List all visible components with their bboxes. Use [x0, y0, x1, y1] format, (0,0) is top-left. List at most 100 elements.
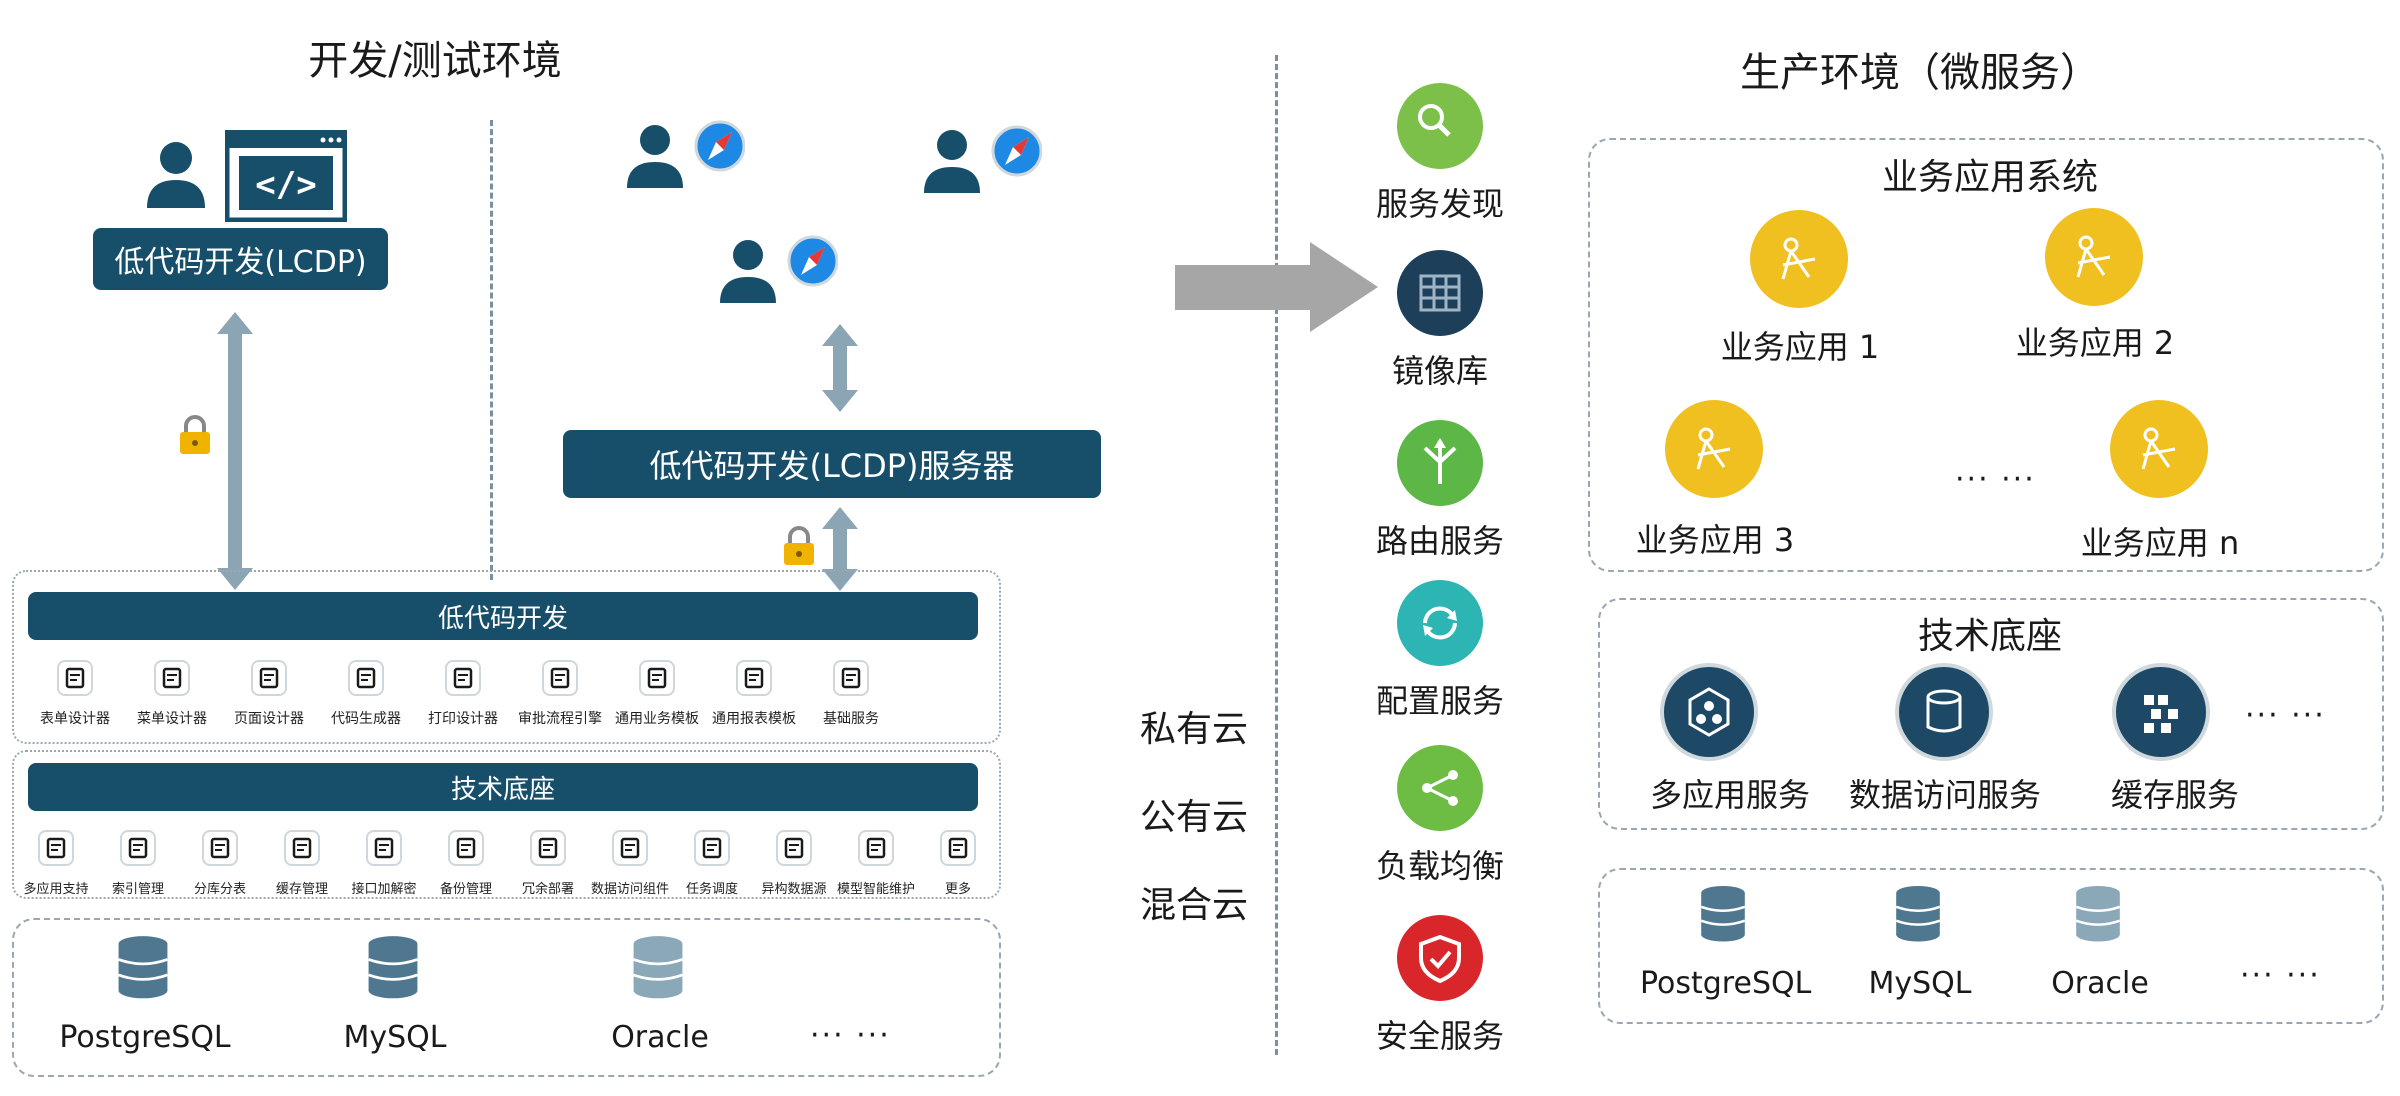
report-template-icon [699, 658, 809, 702]
tech-tool-label: 分库分表 [193, 882, 246, 897]
model-icon [821, 828, 931, 872]
service-label: 配置服务 [1375, 682, 1504, 720]
biz-system-panel [1588, 138, 2384, 572]
code-window-icon: </> [224, 129, 348, 226]
prod-tech-more: ··· ··· [2245, 698, 2326, 733]
tech-tool-7: 冗余部署 [493, 828, 603, 897]
prod-database-panel [1598, 868, 2384, 1024]
code-generator-icon [311, 658, 421, 702]
tech-tool-3: 分库分表 [165, 828, 275, 897]
tech-tool-label: 更多 [944, 882, 971, 897]
lowcode-tool-2: 菜单设计器 [117, 658, 227, 728]
approval-flow-icon [505, 658, 615, 702]
prod-db-label: PostgreSQL [1640, 966, 1812, 1001]
biz-system-title: 业务应用系统 [1881, 157, 2098, 198]
dev-db-label: PostgreSQL [59, 1020, 231, 1055]
page-designer-icon [214, 658, 324, 702]
encrypt-icon [329, 828, 439, 872]
tech-tool-label: 冗余部署 [521, 882, 574, 897]
form-designer-icon [20, 658, 130, 702]
deploy-arrow [1175, 240, 1380, 339]
backup-icon [411, 828, 521, 872]
tech-tool-label: 索引管理 [111, 882, 164, 897]
dev-to-platform-arrow [215, 310, 255, 596]
database-icon [1698, 885, 1748, 947]
business-app-label: 业务应用 2 [2015, 324, 2175, 362]
dev-db-label: Oracle [611, 1020, 709, 1055]
service-label: 服务发现 [1375, 185, 1504, 223]
tester-server-arrow [820, 322, 860, 418]
tech-tool-2: 索引管理 [83, 828, 193, 897]
developer-icon [145, 140, 207, 214]
service-label: 镜像库 [1391, 352, 1488, 390]
lowcode-tool-label: 菜单设计器 [137, 711, 207, 727]
tester-icon-1 [625, 120, 746, 196]
multi-app-service-icon [1660, 663, 1758, 761]
service-2: 镜像库 [1340, 250, 1540, 392]
service-1: 服务发现 [1340, 83, 1540, 225]
tech-tool-1: 多应用支持 [1, 828, 111, 897]
tech-tool-label: 模型智能维护 [836, 882, 915, 897]
lowcode-tool-6: 审批流程引擎 [505, 658, 615, 728]
biz-more: ··· ··· [1955, 462, 2036, 497]
data-access-service-icon [1895, 663, 1993, 761]
service-6: 安全服务 [1340, 915, 1540, 1057]
tech-tool-9: 任务调度 [657, 828, 767, 897]
tech-tool-label: 备份管理 [439, 882, 492, 897]
business-app-label: 业务应用 1 [1720, 328, 1880, 366]
lcdp-client-box: 低代码开发(LCDP) [93, 228, 388, 290]
lcdp-server-box: 低代码开发(LCDP)服务器 [563, 430, 1101, 498]
prod-db-label: MySQL [1868, 966, 1972, 1001]
lowcode-panel [12, 570, 1001, 744]
business-app-icon [2110, 400, 2208, 498]
service-label: 路由服务 [1375, 522, 1504, 560]
prod-tech-label: 多应用服务 [1649, 776, 1810, 814]
prod-tech-label: 数据访问服务 [1848, 776, 2041, 814]
service-4: 配置服务 [1340, 580, 1540, 722]
lowcode-tool-label: 通用业务模板 [615, 711, 699, 727]
route-icon [1397, 420, 1483, 506]
prod-tech-panel [1598, 598, 2384, 830]
lowcode-tool-label: 通用报表模板 [712, 711, 796, 727]
prod-env-title: 生产环境（微服务） [1740, 50, 2100, 96]
prod-db-label: Oracle [2051, 966, 2149, 1001]
service-5: 负载均衡 [1340, 745, 1540, 887]
cache-icon [247, 828, 357, 872]
search-icon [1397, 83, 1483, 169]
business-app-icon [2045, 208, 2143, 306]
redundancy-icon [493, 828, 603, 872]
tech-tool-12: 更多 [903, 828, 1013, 897]
business-app-label: 业务应用 3 [1635, 521, 1795, 559]
dev-env-title: 开发/测试环境 [308, 38, 562, 84]
database-icon [115, 935, 171, 1003]
data-access-icon [575, 828, 685, 872]
svg-text:</>: </> [255, 165, 316, 205]
tech-tool-label: 异构数据源 [761, 882, 827, 897]
service-label: 负载均衡 [1375, 847, 1504, 885]
lowcode-tool-label: 审批流程引擎 [518, 711, 602, 727]
prod-tech-title: 技术底座 [1917, 616, 2062, 657]
tester-icon-2 [922, 125, 1043, 201]
business-app-icon [1750, 210, 1848, 308]
lowcode-tool-5: 打印设计器 [408, 658, 518, 728]
cloud-type-label: 公有云 [1140, 797, 1249, 838]
tech-tool-6: 备份管理 [411, 828, 521, 897]
tech-tool-8: 数据访问组件 [575, 828, 685, 897]
tech-tool-4: 缓存管理 [247, 828, 357, 897]
lowcode-tool-label: 代码生成器 [331, 711, 401, 727]
env-divider [1275, 55, 1278, 1055]
database-icon [2073, 885, 2123, 947]
business-template-icon [602, 658, 712, 702]
lowcode-tool-label: 表单设计器 [40, 711, 110, 727]
scheduler-icon [657, 828, 767, 872]
service-label: 安全服务 [1375, 1017, 1504, 1055]
business-app-icon [1665, 400, 1763, 498]
lock-icon [178, 414, 212, 460]
sharding-icon [165, 828, 275, 872]
lowcode-tool-7: 通用业务模板 [602, 658, 712, 728]
tech-bar: 技术底座 [28, 763, 978, 811]
database-icon [630, 935, 686, 1003]
lowcode-bar: 低代码开发 [28, 592, 978, 640]
lowcode-tool-label: 页面设计器 [234, 711, 304, 727]
more-icon [903, 828, 1013, 872]
